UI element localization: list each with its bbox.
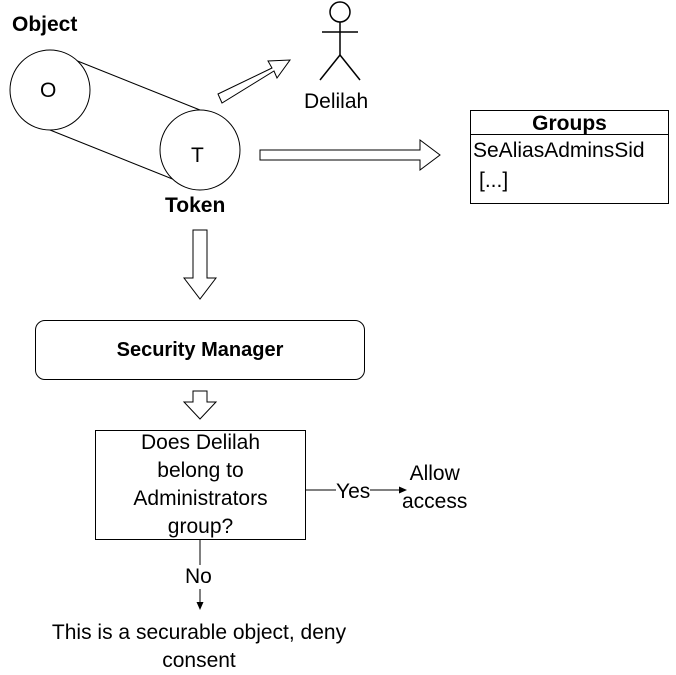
- arrow-token-to-security-manager: [182, 229, 218, 300]
- deny-consent-outcome: This is a securable object, deny consent: [51, 621, 347, 672]
- no-arrowhead: [196, 602, 204, 610]
- groups-item: [...]: [479, 169, 509, 192]
- object-label: Object: [12, 13, 78, 36]
- security-manager-box: Security Manager: [35, 320, 365, 380]
- allow-access-outcome: Allow access: [402, 462, 468, 513]
- yes-arrowhead: [399, 486, 407, 494]
- token-label: Token: [165, 194, 226, 217]
- yes-label: Yes: [336, 480, 371, 505]
- no-label: No: [185, 565, 212, 590]
- decision-question: Does Delilah belong to Administrators gr…: [133, 431, 268, 538]
- user-name-label: Delilah: [304, 90, 369, 113]
- groups-item: SeAliasAdminsSid: [473, 139, 645, 162]
- groups-title: Groups: [532, 112, 607, 135]
- object-circle-letter: O: [40, 79, 57, 102]
- decision-box: Does Delilah belong to Administrators gr…: [95, 430, 306, 540]
- arrow-security-manager-to-decision: [182, 390, 218, 420]
- user-actor-icon: [319, 1, 361, 81]
- token-circle: [159, 109, 241, 191]
- object-circle: [9, 49, 91, 131]
- arrow-to-groups: [259, 139, 441, 171]
- object-token-cylinder: [9, 49, 241, 191]
- token-circle-letter: T: [191, 144, 204, 167]
- arrow-to-user: [217, 59, 292, 104]
- security-manager-label: Security Manager: [116, 338, 284, 361]
- groups-box: Groups SeAliasAdminsSid [...]: [470, 110, 669, 204]
- groups-divider: [471, 134, 668, 135]
